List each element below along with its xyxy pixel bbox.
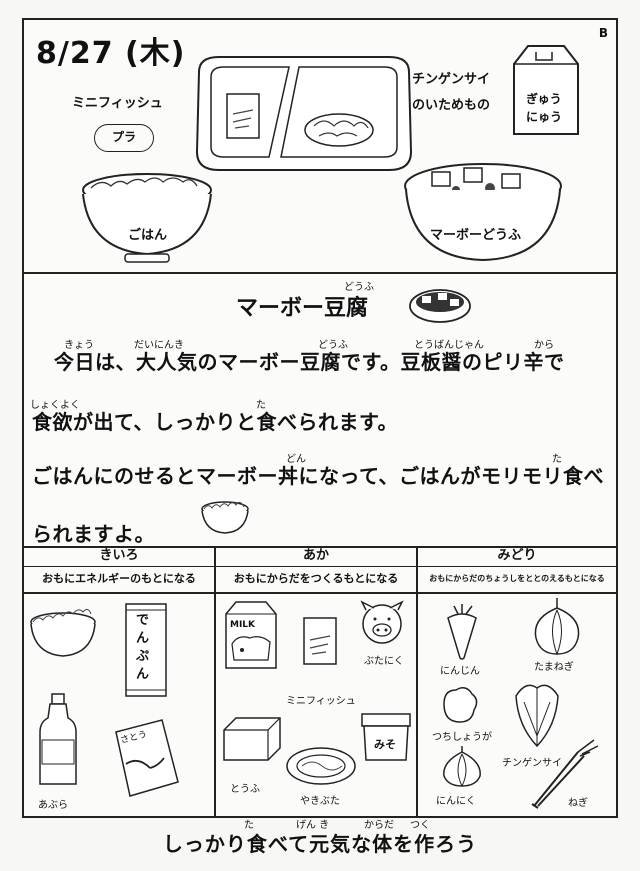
- rice-label: ごはん: [128, 228, 168, 243]
- footer-ruby-genki: げん き: [296, 820, 330, 831]
- ruby-kara: から: [534, 340, 554, 351]
- side-dish-label-line2: のいためもの: [412, 98, 491, 113]
- date-heading: 8/27 (木): [36, 36, 186, 71]
- footer-ruby-karada: からだ: [364, 820, 394, 831]
- garlic-label: にんにく: [436, 796, 476, 807]
- miso-label: みそ: [374, 738, 396, 751]
- ruby-don: どん: [286, 454, 306, 465]
- menu-sheet: 8/27 (木) B ミニフィッシュ プラ チンゲンサイ のいためもの ぎゅう …: [22, 18, 618, 818]
- carrot-label: にんじん: [440, 666, 480, 677]
- group-red-name: あか: [216, 546, 416, 567]
- recycle-tag: プラ: [94, 124, 154, 152]
- milk-pack-label: MILK: [230, 620, 256, 630]
- milk-label-line2: にゅう: [526, 110, 563, 124]
- group-yellow-desc: おもにエネルギーのもとになる: [24, 566, 214, 594]
- tofu-label: とうふ: [230, 784, 260, 795]
- miso-tub-icon: [361, 713, 411, 761]
- corner-mark: B: [598, 26, 608, 40]
- article-line-4: られますよ。: [32, 522, 155, 546]
- footer-ruby-ta: た: [244, 820, 254, 831]
- mapo-bowl-icon: [404, 163, 562, 262]
- rice-icon: [30, 608, 96, 657]
- green-onion-icon: [531, 739, 599, 809]
- ruby-doufu: どうふ: [318, 340, 348, 351]
- article-title: マーボー豆腐: [236, 296, 369, 321]
- title-ruby: どうふ: [344, 282, 374, 293]
- starch-package-icon: [125, 603, 167, 697]
- onion-icon: [534, 598, 580, 656]
- ruby-toubanjan: とうばんじゃん: [414, 340, 484, 351]
- group-green: みどり おもにからだのちょうしをととのえるもとになる にんじん たまねぎ つちし…: [416, 546, 616, 818]
- group-green-name: みどり: [418, 546, 616, 567]
- table-top-border: [24, 546, 616, 548]
- ruby-kyou: きょう: [64, 340, 94, 351]
- starch-label: でんぷん: [136, 613, 150, 682]
- group-yellow: きいろ おもにエネルギーのもとになる でんぷん あぶら さと: [24, 546, 214, 818]
- side-dish-label-line1: チンゲンサイ: [412, 72, 491, 87]
- ginger-label: つちしょうが: [432, 732, 492, 743]
- group-red: あか おもにからだをつくるもとになる MILK ミニフィッシュ ぶたに: [214, 546, 416, 818]
- article-line-2: 食欲が出て、しっかりと食べられます。: [32, 410, 398, 434]
- minifish-pack-icon: [303, 617, 337, 665]
- footer-ruby-tsuku: つく: [410, 820, 430, 831]
- mapo-label: マーボーどうふ: [430, 228, 522, 243]
- food-group-table: きいろ おもにエネルギーのもとになる でんぷん あぶら さと: [24, 546, 616, 818]
- bok-choy-icon: [515, 684, 559, 748]
- mapo-dish-icon: [409, 289, 471, 323]
- milk-pack-icon: [225, 601, 277, 669]
- rice-bowl-icon: [82, 173, 212, 263]
- tofu-icon: [223, 717, 281, 761]
- tray-icon: [195, 56, 413, 171]
- oil-label: あぶら: [38, 800, 68, 811]
- roast-pork-label: やきぶた: [300, 796, 340, 807]
- ginger-icon: [443, 687, 478, 723]
- milk-label-line1: ぎゅう: [526, 92, 562, 106]
- footer-slogan: しっかり食べて元気な体を作ろう: [162, 832, 478, 856]
- ruby-ta-2: た: [552, 454, 562, 465]
- minifish-label: ミニフィッシュ: [286, 696, 356, 707]
- green-onion-label: ねぎ: [568, 798, 588, 809]
- pork-label: ぶたにく: [364, 656, 404, 667]
- roast-pork-icon: [286, 747, 356, 785]
- ruby-shokuyoku: しょくよく: [30, 400, 80, 411]
- fish-label: ミニフィッシュ: [72, 96, 163, 111]
- carrot-icon: [447, 604, 477, 660]
- bok-choy-label: チンゲンサイ: [502, 758, 562, 769]
- milk-carton-icon: [513, 45, 579, 135]
- group-yellow-name: きいろ: [24, 546, 214, 567]
- section-divider: [24, 272, 616, 274]
- article-line-1: 今日は、大人気のマーボー豆腐です。豆板醤のピリ辛で: [54, 350, 565, 374]
- oil-bottle-icon: [39, 693, 77, 785]
- group-red-desc: おもにからだをつくるもとになる: [216, 566, 416, 594]
- article-line-3: ごはんにのせるとマーボー丼になって、ごはんがモリモリ食べ: [32, 464, 604, 488]
- ruby-dainninki: だいにんき: [134, 340, 184, 351]
- sugar-bag-icon: [115, 719, 179, 797]
- garlic-icon: [443, 746, 481, 787]
- group-green-desc: おもにからだのちょうしをととのえるもとになる: [418, 566, 616, 594]
- pig-icon: [360, 600, 404, 644]
- onion-label: たまねぎ: [534, 662, 574, 673]
- small-rice-bowl-icon: [201, 501, 249, 534]
- ruby-ta-1: た: [256, 400, 266, 411]
